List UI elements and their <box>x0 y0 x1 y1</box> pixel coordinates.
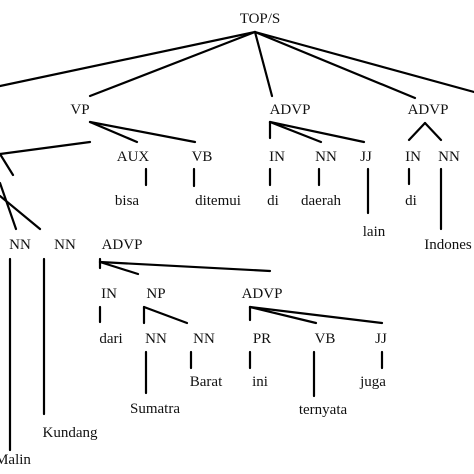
word-label-bisa: bisa <box>115 193 140 209</box>
tag-label-pr: PR <box>253 331 271 347</box>
tag-label-nn3: NN <box>9 237 31 253</box>
tree-edge <box>407 121 427 142</box>
tree-edge <box>98 260 140 276</box>
tree-edge <box>142 305 189 325</box>
tag-label-nn5: NN <box>145 331 167 347</box>
tag-label-nn4: NN <box>54 237 76 253</box>
tag-label-jj1: JJ <box>360 149 372 165</box>
tag-label-in3: IN <box>101 286 117 302</box>
tree-edge <box>0 30 257 88</box>
word-label-ini: ini <box>252 374 268 390</box>
tree-edge <box>0 140 92 156</box>
tree-edge <box>88 30 257 98</box>
tag-label-nn2: NN <box>438 149 460 165</box>
tree-edge <box>423 121 443 142</box>
tag-label-jj2: JJ <box>375 331 387 347</box>
tag-label-top: TOP/S <box>240 11 281 27</box>
tag-label-vb2: VB <box>315 331 336 347</box>
tag-label-advp4: ADVP <box>242 286 283 302</box>
tree-edge <box>98 260 272 273</box>
tree-edge <box>88 120 197 144</box>
tag-label-vp: VP <box>70 102 89 118</box>
tag-label-in2: IN <box>405 149 421 165</box>
word-label-dari: dari <box>99 331 122 347</box>
tree-edge <box>0 152 15 177</box>
tag-label-vb1: VB <box>192 149 213 165</box>
word-label-kundang: Kundang <box>43 425 98 441</box>
tag-label-advp3: ADVP <box>102 237 143 253</box>
word-label-ternyata: ternyata <box>299 402 348 418</box>
word-label-ditemui: ditemui <box>195 193 241 209</box>
word-label-di1: di <box>267 193 279 209</box>
tree-edge <box>253 30 474 94</box>
word-label-barat: Barat <box>190 374 223 390</box>
word-label-sumatra: Sumatra <box>130 401 180 417</box>
tag-label-in1: IN <box>269 149 285 165</box>
word-label-daerah: daerah <box>301 193 341 209</box>
tree-edge <box>0 181 18 231</box>
word-label-indones: Indones <box>424 237 472 253</box>
tag-label-np: NP <box>146 286 165 302</box>
tag-label-advp2: ADVP <box>408 102 449 118</box>
word-label-malin: Malin <box>0 452 31 468</box>
tree-edge <box>268 120 366 144</box>
tree-edge <box>253 30 417 100</box>
tree-labels: TOP/S VP ADVP ADVP AUX VB IN NN JJ IN NN bisa ditemu… <box>0 11 472 468</box>
tree-edge <box>268 120 323 144</box>
word-label-di2: di <box>405 193 417 209</box>
tree-edge <box>253 30 274 98</box>
tree-edge <box>248 305 318 325</box>
tag-label-nn1: NN <box>315 149 337 165</box>
word-label-lain: lain <box>363 224 386 240</box>
tree-edges <box>0 30 474 452</box>
tag-label-nn6: NN <box>193 331 215 347</box>
tree-edge <box>88 120 139 144</box>
word-label-juga: juga <box>359 374 386 390</box>
tree-edge <box>248 305 384 325</box>
tag-label-aux: AUX <box>117 149 150 165</box>
tag-label-advp1: ADVP <box>270 102 311 118</box>
tree-edge <box>0 194 42 231</box>
